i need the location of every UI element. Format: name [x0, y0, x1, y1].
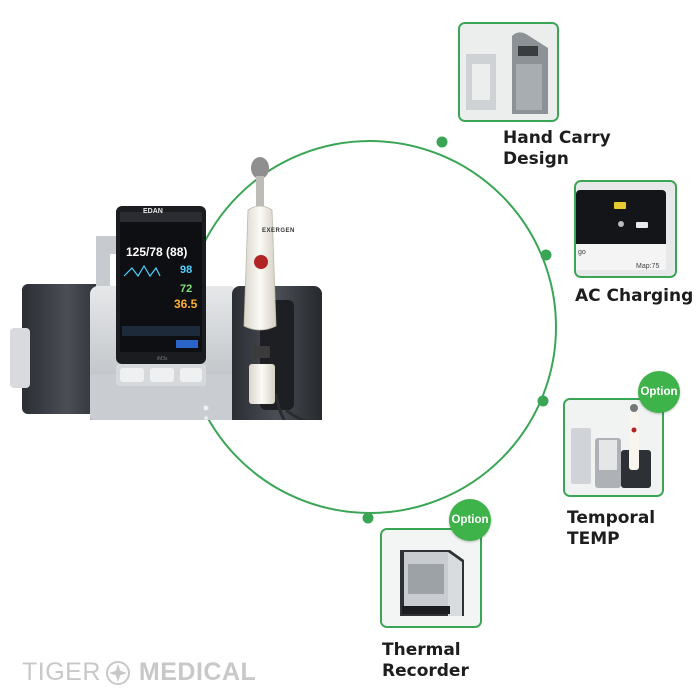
thermal-recorder-thumbnail	[380, 528, 482, 628]
brand-name-part1: TIGER	[22, 658, 101, 686]
vital-signs-monitor-photo	[10, 157, 322, 420]
pr-value: 72	[180, 283, 193, 295]
brand-watermark: TIGER MEDICAL	[22, 658, 256, 687]
feature-label-ac-charging: AC Charging	[575, 286, 694, 306]
ring-dot	[362, 512, 374, 524]
monitor-model: iM3s	[157, 356, 168, 362]
thermometer-cradle-photo-icon	[565, 400, 662, 495]
ac-charging-thumbnail: go Map:75	[574, 180, 677, 278]
feature-label-temporal-temp: Temporal TEMP	[567, 508, 656, 549]
svg-text:Map:75: Map:75	[636, 263, 659, 270]
monitor-brand: EDAN	[143, 208, 163, 215]
ring-dot	[436, 136, 448, 148]
hand-carry-thumbnail	[458, 22, 559, 122]
option-badge-temporal: Option	[638, 371, 680, 413]
tiger-medical-logo-icon	[105, 660, 130, 685]
option-badge-recorder: Option	[449, 499, 491, 541]
brand-name-part2: MEDICAL	[138, 658, 257, 686]
feature-label-thermal-recorder: Thermal Recorder	[382, 640, 469, 681]
printer-photo-icon	[382, 530, 480, 626]
nibp-value: 125/78 (88)	[126, 245, 188, 259]
temporal-temp-thumbnail	[563, 398, 664, 497]
handle-photo-icon	[460, 24, 557, 120]
ring-dot	[537, 395, 549, 407]
svg-text:go: go	[578, 249, 586, 256]
temp-value: 36.5	[174, 297, 198, 311]
spo2-value: 98	[180, 264, 193, 276]
ring-dot	[540, 249, 552, 261]
feature-label-hand-carry: Hand Carry Design	[503, 128, 611, 169]
charging-screen-photo-icon: go Map:75	[576, 182, 675, 276]
thermometer-brand: EXERGEN	[262, 228, 295, 234]
